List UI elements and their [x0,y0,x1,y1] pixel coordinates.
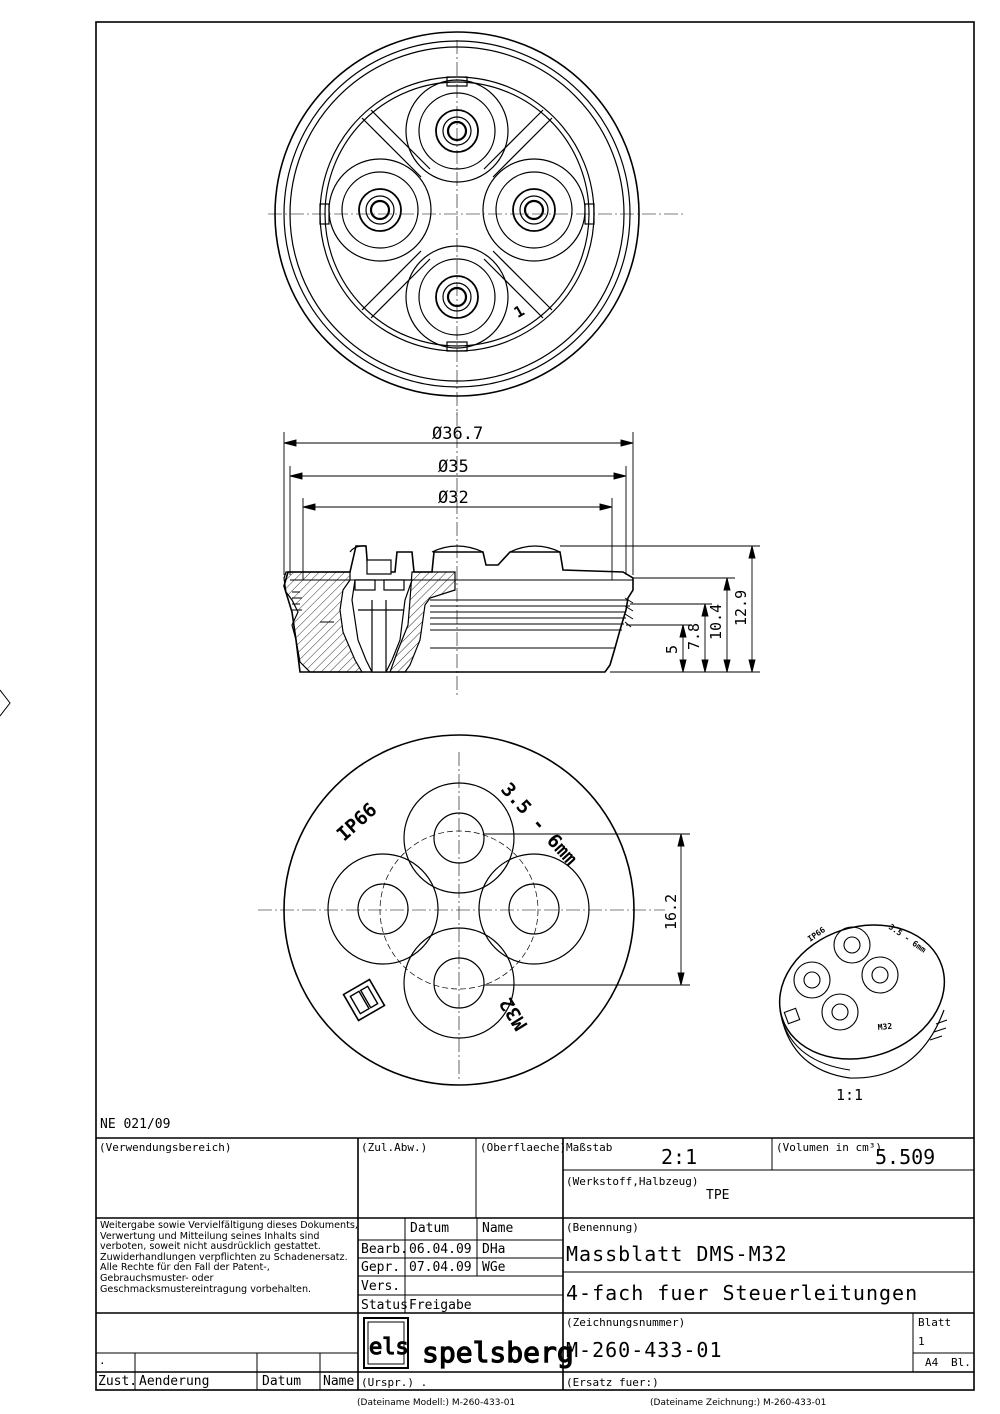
dim-dia-mid: Ø35 [438,457,469,477]
row-bearb: Bearb. [361,1242,408,1257]
format-value: A4 [925,1356,939,1369]
logo-els: els [369,1335,409,1360]
massstab-label: Maßstab [566,1141,613,1154]
oberflaeche-label: (Oberflaeche) [480,1141,567,1154]
height-dimensions [560,545,760,673]
ne-note: NE 021/09 [100,1117,171,1132]
title-line-1: Massblatt DMS-M32 [566,1242,788,1266]
gepr-datum: 07.04.09 [409,1260,472,1275]
aenderung-label: Aenderung [139,1374,210,1389]
logo-spelsberg: spelsberg [422,1336,574,1369]
thread-marking: M32 [495,993,532,1034]
werkstoff-value: TPE [706,1188,730,1203]
spelsberg-logo: els spelsberg [363,1317,574,1370]
spacing-dimension [484,833,690,986]
iso-ip-marking: IP66 [806,925,827,944]
copyright-notice: Weitergabe sowie Vervielfältigung dieses… [100,1220,358,1295]
volumen-value: 5.509 [875,1145,936,1169]
col-name: Name [482,1221,514,1236]
isometric-view [778,924,948,1079]
section-view [283,412,634,695]
aenderung-dot: . [99,1354,106,1367]
zul-abw-label: (Zul.Abw.) [361,1141,428,1154]
blatt-label: Blatt [918,1316,952,1329]
gepr-name: WGe [482,1260,506,1275]
top-view [268,31,686,415]
foot-name-label: Name [323,1374,355,1389]
dim-dia-outer: Ø36.7 [432,424,483,444]
sheet-frame [0,21,975,1391]
zeichnungsnummer: M-260-433-01 [566,1338,723,1362]
werkstoff-label: (Werkstoff,Halbzeug) [566,1175,699,1188]
dim-height-104: 10.4 [707,604,725,640]
verwendungsbereich-label: (Verwendungsbereich) [99,1141,232,1154]
iso-scale-label: 1:1 [836,1086,863,1104]
iso-thread-marking: M32 [877,1022,892,1032]
status-value: Freigabe [409,1298,472,1313]
foot-datum-label: Datum [262,1374,302,1389]
title-block-grid [96,1137,974,1390]
zust-label: Zust. [98,1374,138,1389]
dim-height-78: 7.8 [685,623,703,650]
dim-height-129: 12.9 [732,590,750,626]
diameter-dimensions [283,432,634,580]
title-line-2: 4-fach fuer Steuerleitungen [566,1281,919,1305]
bearb-name: DHa [482,1242,506,1257]
col-datum: Datum [410,1221,450,1236]
row-gepr: Gepr. [361,1260,401,1275]
dim-spacing: 16.2 [662,894,680,930]
row-vers: Vers. [361,1279,401,1294]
volumen-label: (Volumen in cm³) [776,1141,882,1154]
blatt-value: 1 [918,1335,925,1348]
dateiname-modell: (Dateiname Modell:) M-260-433-01 [357,1398,516,1408]
bottom-view [258,734,665,1086]
benennung-label: (Benennung) [566,1221,639,1234]
cable-range-marking: 3.5 - 6mm [496,779,581,870]
massstab-value: 2:1 [661,1145,698,1169]
dateiname-zeichnung: (Dateiname Zeichnung:) M-260-433-01 [650,1398,827,1408]
bl-label: Bl. [951,1356,971,1369]
bearb-datum: 06.04.09 [409,1242,472,1257]
ip-marking: IP66 [333,799,382,846]
ersatz-label: (Ersatz fuer:) [566,1376,659,1389]
urspr-label: (Urspr.) . [361,1376,428,1389]
row-status: Status [361,1298,408,1313]
dim-dia-inner: Ø32 [438,488,469,508]
zeichnungsnummer-label: (Zeichnungsnummer) [566,1316,686,1329]
numeral-marking: 1 [511,302,528,322]
dim-height-5: 5 [663,645,681,654]
